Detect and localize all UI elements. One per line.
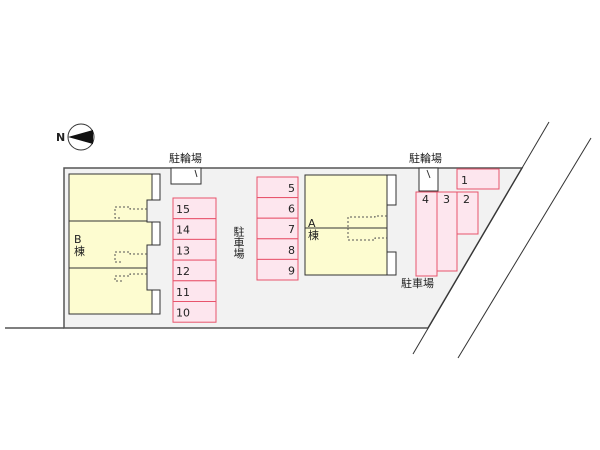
bike-parking-right-label: 駐輪場 bbox=[409, 152, 442, 165]
bike-parking-left-label: 駐輪場 bbox=[169, 152, 202, 165]
building-b bbox=[68, 173, 161, 315]
car-parking-center-label: 駐車場 bbox=[232, 226, 245, 259]
parking-space-number: 12 bbox=[176, 265, 190, 278]
road-edge bbox=[457, 137, 592, 359]
parking-space-number: 10 bbox=[176, 307, 190, 320]
parking-space-number: 4 bbox=[422, 193, 429, 206]
parking-space bbox=[456, 168, 500, 190]
parking-space-number: 15 bbox=[176, 203, 190, 216]
parking-space bbox=[256, 258, 299, 281]
parking-space-number: 6 bbox=[288, 203, 295, 216]
parking-space-number: 1 bbox=[461, 174, 468, 187]
building-a-label: A 棟 bbox=[308, 217, 319, 242]
building-b-label: B 棟 bbox=[74, 233, 85, 258]
parking-space-number: 9 bbox=[288, 264, 295, 277]
parking-space-number: 3 bbox=[443, 193, 450, 206]
car-parking-right-label: 駐車場 bbox=[401, 277, 434, 290]
road-edge bbox=[412, 121, 550, 355]
bike-parking-right bbox=[418, 167, 439, 192]
compass-icon: N bbox=[56, 123, 95, 151]
parking-space-number: 2 bbox=[463, 193, 470, 206]
building-a bbox=[304, 174, 397, 276]
parking-space bbox=[172, 301, 217, 323]
svg-text:N: N bbox=[56, 131, 65, 144]
parking-space-number: 11 bbox=[176, 286, 190, 299]
parking-space-number: 5 bbox=[288, 182, 295, 195]
parking-space-number: 7 bbox=[288, 223, 295, 236]
parking-space-number: 14 bbox=[176, 224, 190, 237]
parking-space-number: 8 bbox=[288, 244, 295, 257]
parking-space-number: 13 bbox=[176, 244, 190, 257]
parking-space bbox=[415, 191, 438, 277]
bike-parking-left bbox=[170, 167, 202, 185]
